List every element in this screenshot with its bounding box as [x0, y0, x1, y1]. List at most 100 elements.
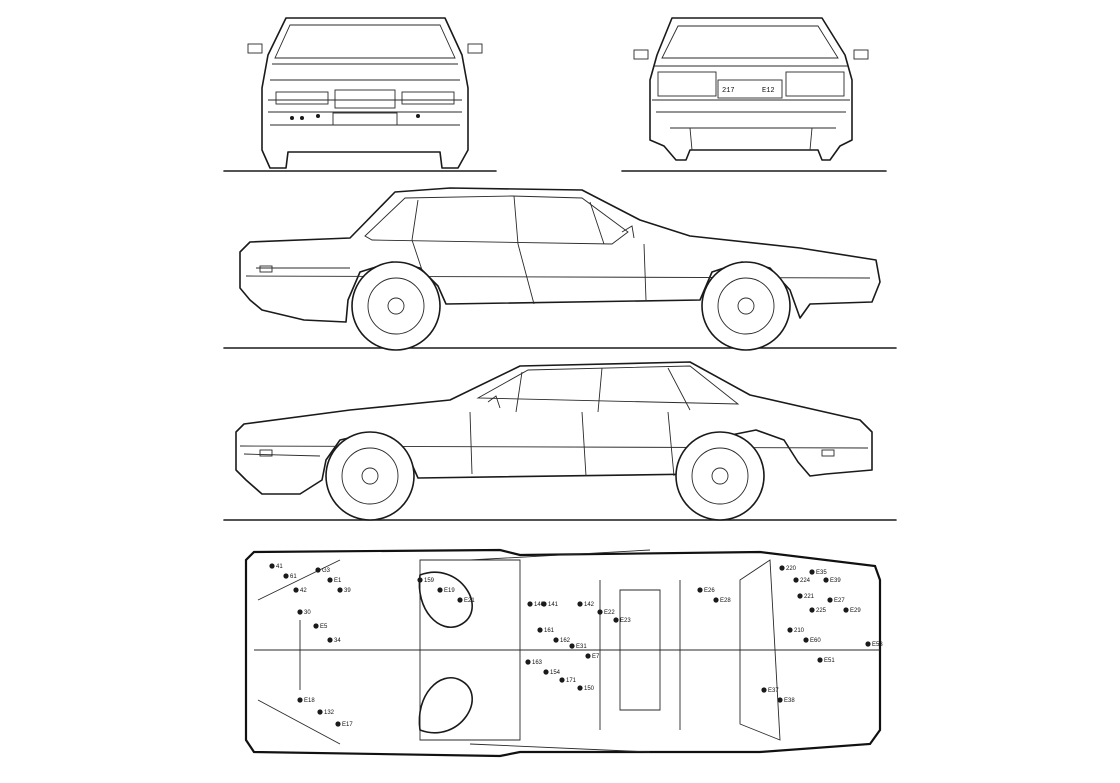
reference-point-label: 224: [800, 578, 811, 584]
side-view-2-side-marker: [259, 449, 273, 457]
rear-view-body-outline: [649, 17, 853, 161]
reference-point-label: E21: [464, 598, 475, 604]
reference-point-label: G3: [322, 568, 331, 574]
reference-point-142: 142: [577, 601, 595, 608]
reference-point-E53: E53: [865, 641, 883, 648]
underbody-front-crossmembers: [257, 559, 341, 745]
reference-point-dot: [327, 577, 333, 583]
side-view-1-front-hub: [737, 297, 755, 315]
reference-point-label: E35: [816, 570, 827, 576]
rear-view-panel-lines: [652, 65, 850, 113]
side-view-2-front-hub: [361, 467, 379, 485]
reference-point-dot: [843, 607, 849, 613]
reference-point-label: 41: [276, 564, 283, 570]
reference-point-30: 30: [297, 609, 311, 616]
reference-point-171: 171: [559, 677, 577, 684]
rear-view-rear-window: [661, 25, 839, 59]
side-view-1-body-outline: [239, 187, 881, 323]
reference-point-E18: E18: [297, 697, 315, 704]
reference-point-label: E26: [704, 588, 715, 594]
reference-point-label: E19: [444, 588, 455, 594]
reference-point-dot: [297, 609, 303, 615]
front-view-right-mirror: [467, 43, 483, 54]
underbody-transmission-tunnel: [599, 580, 681, 730]
rear-view-right-mirror: [853, 49, 869, 60]
reference-point-label: 210: [794, 628, 805, 634]
reference-point-label: 159: [424, 578, 435, 584]
front-view-left-mirror: [247, 43, 263, 54]
reference-point-61: 61: [283, 573, 297, 580]
reference-point-label: 154: [550, 670, 561, 676]
reference-point-E39: E39: [823, 577, 841, 584]
reference-point-dot: [577, 601, 583, 607]
front-view-panel-lines: [268, 63, 462, 126]
reference-point-150: 150: [577, 685, 595, 692]
underbody-sills: [469, 549, 651, 753]
reference-point-label: 39: [344, 588, 351, 594]
underbody-front-suspension-right: [418, 677, 473, 734]
reference-point-dot: [787, 627, 793, 633]
reference-point-label: E27: [834, 598, 845, 604]
reference-point-label: 140: [534, 602, 545, 608]
reference-point-141: 141: [541, 601, 559, 608]
reference-point-label: 225: [816, 608, 827, 614]
front-view-point: [290, 116, 294, 120]
reference-point-dot: [697, 587, 703, 593]
reference-point-E35: E35: [809, 569, 827, 576]
front-view-point: [416, 114, 420, 118]
side-view-right-facing: [223, 187, 897, 351]
front-view-number-plate: [332, 112, 398, 126]
reference-point-E1: E1: [327, 577, 342, 584]
reference-point-159: 159: [417, 577, 435, 584]
reference-point-label: 150: [584, 686, 595, 692]
reference-point-dot: [585, 653, 591, 659]
reference-point-dot: [809, 607, 815, 613]
reference-point-dot: [793, 577, 799, 583]
reference-point-E38: E38: [777, 697, 795, 704]
front-view-point: [316, 114, 320, 118]
reference-point-dot: [317, 709, 323, 715]
rear-view-number-plate: [717, 79, 783, 99]
reference-point-dot: [713, 597, 719, 603]
side-view-2-front-rim: [341, 447, 399, 505]
front-view-point: [300, 116, 304, 120]
reference-point-dot: [527, 601, 533, 607]
reference-point-label: 221: [804, 594, 815, 600]
side-view-1-door-shutlines: [411, 239, 647, 305]
reference-point-dot: [315, 567, 321, 573]
front-view-grille: [334, 89, 396, 109]
side-view-1-side-marker: [259, 265, 273, 273]
front-view-right-lamps: [401, 91, 455, 105]
rear-plate-right-text: E12: [762, 87, 775, 95]
underbody-outline: [244, 548, 882, 758]
reference-point-label: E1: [334, 578, 342, 584]
reference-point-E26: E26: [697, 587, 715, 594]
reference-point-dot: [437, 587, 443, 593]
reference-point-225: 225: [809, 607, 827, 614]
reference-point-label: E17: [342, 722, 353, 728]
reference-point-E37: E37: [761, 687, 779, 694]
reference-point-label: E5: [320, 624, 328, 630]
reference-point-label: E23: [620, 618, 631, 624]
reference-point-label: E38: [784, 698, 795, 704]
reference-point-E51: E51: [817, 657, 835, 664]
reference-point-34: 34: [327, 637, 341, 644]
reference-point-224: 224: [793, 577, 811, 584]
reference-point-E60: E60: [803, 637, 821, 644]
reference-point-E27: E27: [827, 597, 845, 604]
reference-point-210: 210: [787, 627, 805, 634]
reference-point-label: 42: [300, 588, 307, 594]
reference-point-163: 163: [525, 659, 543, 666]
reference-point-220: 220: [779, 565, 797, 572]
reference-point-dot: [613, 617, 619, 623]
rear-view: 217 E12: [621, 17, 887, 172]
reference-point-dot: [803, 637, 809, 643]
reference-point-label: 161: [544, 628, 555, 634]
reference-point-E5: E5: [313, 623, 328, 630]
reference-point-dot: [335, 721, 341, 727]
reference-point-140: 140: [527, 601, 545, 608]
reference-point-dot: [269, 563, 275, 569]
rear-view-left-lamp-cluster: [657, 71, 717, 97]
